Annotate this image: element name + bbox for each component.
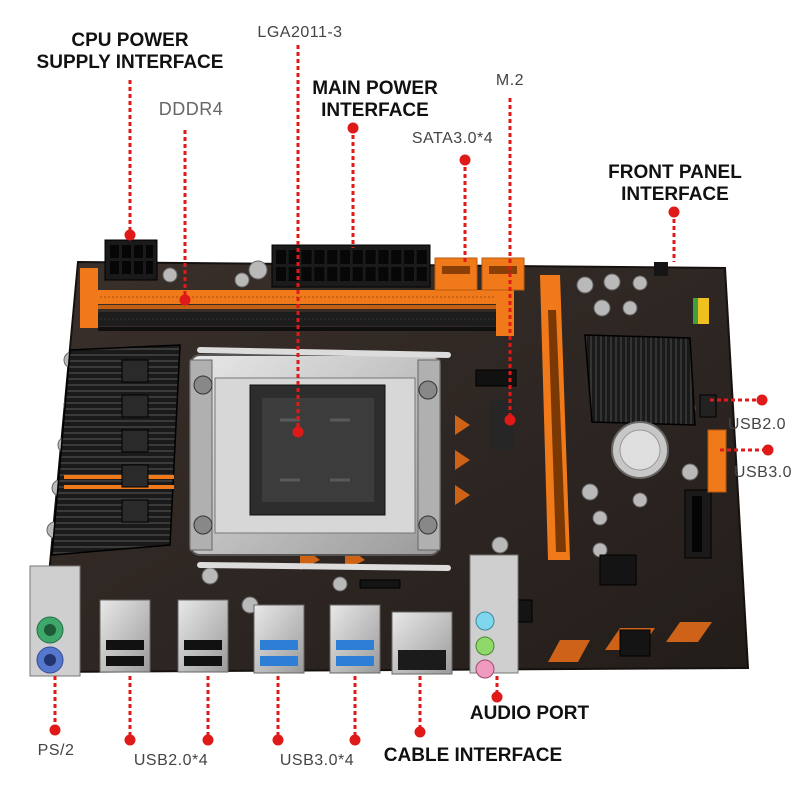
label-ps2: PS/2 — [37, 742, 75, 759]
capacitors — [46, 260, 699, 614]
ics — [359, 554, 651, 657]
usb3-header — [707, 429, 727, 493]
sata-ports — [434, 257, 525, 291]
pcie-slot-x4 — [684, 489, 712, 559]
label-main-power-line2: INTERFACE — [321, 100, 429, 121]
io-area — [29, 565, 81, 677]
label-usb20x4: USB2.0*4 — [133, 752, 209, 769]
label-cpu-power-line2: SUPPLY INTERFACE — [36, 52, 224, 73]
label-front-panel-line2: INTERFACE — [621, 184, 729, 205]
label-usb30x4: USB3.0*4 — [279, 752, 355, 769]
label-lga: LGA2011-3 — [257, 24, 343, 41]
cmos-battery — [611, 421, 669, 479]
audio-jacks — [469, 554, 519, 679]
label-front-panel: FRONT PANEL INTERFACE — [600, 162, 750, 206]
label-main-power-line1: MAIN POWER — [312, 78, 438, 99]
usb2-header — [699, 394, 717, 418]
usb3-stacks — [253, 604, 381, 674]
label-audio: AUDIO PORT — [469, 703, 590, 724]
vrm-heatsink — [51, 344, 181, 556]
label-cable: CABLE INTERFACE — [383, 745, 563, 766]
label-usb30-right: USB3.0 — [733, 464, 793, 481]
front-panel-header — [654, 262, 709, 324]
cpu-power-connector — [104, 239, 158, 281]
label-sata: SATA3.0*4 — [411, 130, 494, 147]
label-usb20-right: USB2.0 — [727, 416, 787, 433]
label-front-panel-line1: FRONT PANEL — [608, 162, 742, 183]
label-dddr4: DDDR4 — [158, 99, 224, 119]
label-cpu-power: CPU POWER SUPPLY INTERFACE — [30, 30, 230, 74]
label-m2: M.2 — [495, 72, 525, 89]
pcie-slot-x16 — [540, 275, 570, 560]
label-main-power: MAIN POWER INTERFACE — [300, 78, 450, 122]
main-power-connector — [271, 244, 431, 288]
ethernet-port — [391, 611, 453, 675]
usb2-stacks — [99, 599, 229, 673]
cpu-socket — [189, 347, 451, 571]
chipset-heatsink — [584, 334, 696, 426]
leader-lines — [49, 45, 774, 746]
label-cpu-power-line1: CPU POWER — [71, 30, 189, 51]
